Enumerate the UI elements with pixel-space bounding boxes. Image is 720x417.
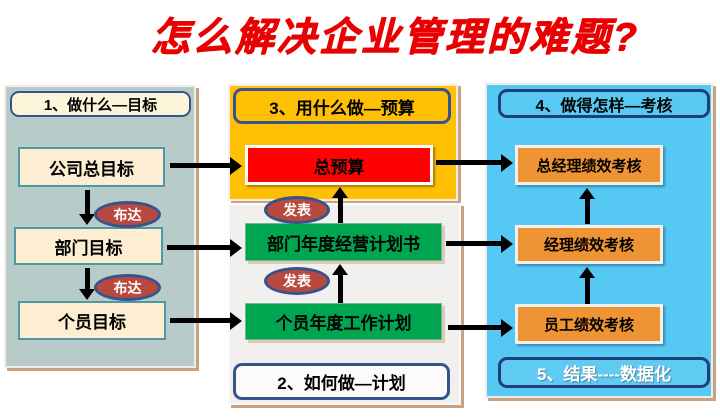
arrow-manager-to-gm-icon — [579, 188, 595, 224]
header-what-to-do: 1、做什么—目标 — [10, 91, 191, 117]
transfer-oval-1: 布达 — [94, 201, 161, 228]
gm-review-box: 总经理绩效考核 — [515, 145, 663, 185]
arrow-individual-to-plan-icon — [170, 311, 242, 330]
arrow-department-to-plan-icon — [167, 238, 242, 257]
arrow-deptplan-to-manager-icon — [446, 234, 513, 253]
manager-review-box: 经理绩效考核 — [515, 225, 663, 264]
company-goal-box: 公司总目标 — [18, 147, 165, 187]
arrow-indplan-to-employee-icon — [448, 318, 513, 337]
individual-plan-box: 个员年度工作计划 — [245, 303, 442, 340]
total-budget-box: 总预算 — [245, 145, 433, 185]
arrow-deptplan-to-budget-icon — [332, 187, 348, 223]
arrow-department-to-individual-icon — [79, 268, 95, 300]
arrow-company-to-budget-icon — [170, 156, 242, 175]
footer-result-data: 5、结果----数据化 — [498, 357, 710, 388]
employee-review-box: 员工绩效考核 — [515, 304, 663, 344]
arrow-employee-to-manager-icon — [579, 267, 595, 304]
department-goal-box: 部门目标 — [14, 227, 163, 265]
arrow-company-to-department-icon — [79, 190, 95, 225]
arrow-indplan-to-deptplan-icon — [332, 264, 348, 303]
header-how-to-do: 2、如何做—计划 — [233, 363, 450, 400]
arrow-budget-to-gm-icon — [436, 153, 513, 172]
page-title: 怎么解决企业管理的难题? — [150, 16, 640, 59]
transfer-oval-2: 布达 — [94, 274, 161, 301]
header-review: 4、做得怎样—考核 — [498, 89, 710, 118]
publish-oval-2: 发表 — [264, 267, 330, 295]
header-budget: 3、用什么做—预算 — [233, 88, 451, 124]
department-plan-box: 部门年度经营计划书 — [245, 223, 442, 261]
publish-oval-1: 发表 — [264, 196, 330, 224]
individual-goal-box: 个员目标 — [18, 301, 166, 340]
